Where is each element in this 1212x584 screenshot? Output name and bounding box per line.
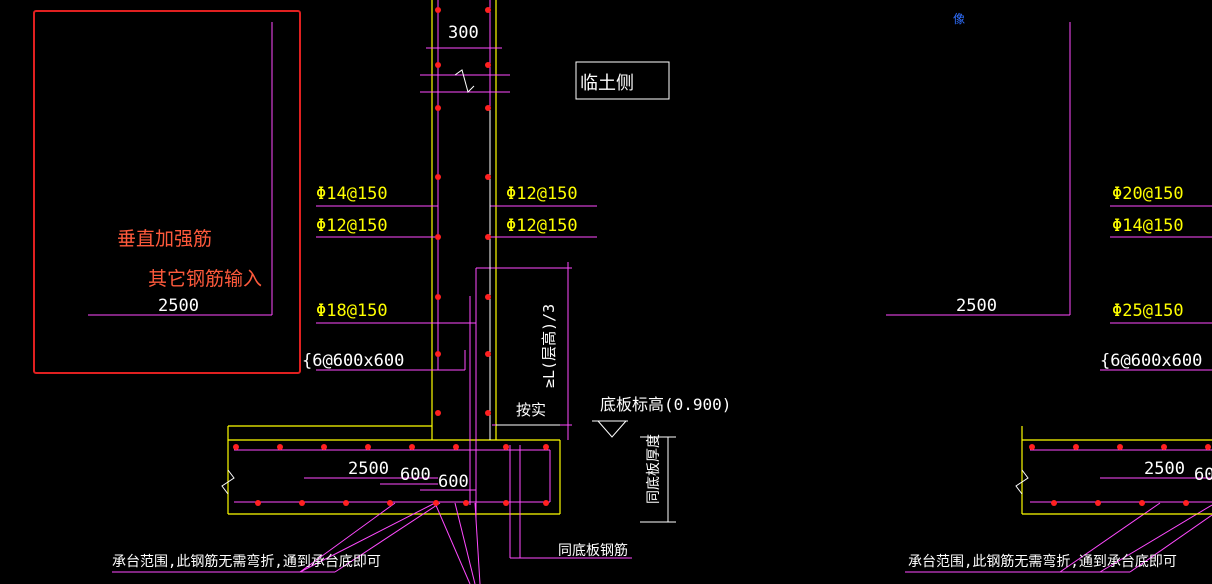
rebar-outer-2: Φ12@150 — [316, 216, 388, 236]
footing-note-left: 承台范围,此钢筋无需弯折,通到承台底即可 — [112, 553, 381, 570]
rebar-inner-1: Φ12@150 — [506, 184, 578, 204]
vertical-rebar-label[interactable]: 垂直加强筋 — [117, 228, 213, 250]
highlight-box[interactable] — [33, 10, 301, 374]
anchor-dim-1: 600 — [400, 465, 431, 485]
right-length-bottom: 2500 — [1144, 459, 1185, 479]
earth-side-label: 临土侧 — [580, 73, 634, 94]
wall-rebar-lines — [112, 0, 632, 584]
tie-bar-label: {6@600x600 — [302, 351, 404, 371]
rebar-outer-1: Φ14@150 — [316, 184, 388, 204]
wall-width-dim: 300 — [448, 23, 479, 43]
slab-elevation-label: 底板标高(0.900) — [600, 395, 731, 414]
slab-thickness-label: 同底板厚度 — [646, 434, 662, 504]
length-bottom-dim: 2500 — [348, 459, 389, 479]
compact-label: 按实 — [516, 401, 546, 419]
right-anchor-dim: 60 — [1194, 465, 1212, 485]
rebar-dots — [233, 7, 549, 506]
anchor-dim-2: 600 — [438, 472, 469, 492]
right-tie-bar: {6@600x600 — [1100, 351, 1202, 371]
min-length-label: ≥L(层高)/3 — [540, 304, 558, 388]
length-top-dim: 2500 — [158, 296, 199, 316]
right-rebar-1: Φ20@150 — [1112, 184, 1184, 204]
right-rebar-2: Φ14@150 — [1112, 216, 1184, 236]
footing-note-right: 承台范围,此钢筋无需弯折,通到承台底即可 — [908, 553, 1177, 570]
other-rebar-label[interactable]: 其它钢筋输入 — [148, 268, 263, 290]
rebar-inner-2: Φ12@150 — [506, 216, 578, 236]
same-as-slab-label: 同底板钢筋 — [558, 542, 628, 559]
right-rebar-3: Φ25@150 — [1112, 301, 1184, 321]
right-length-top: 2500 — [956, 296, 997, 316]
corner-mark: 像 — [953, 12, 966, 26]
rebar-outer-3: Φ18@150 — [316, 301, 388, 321]
